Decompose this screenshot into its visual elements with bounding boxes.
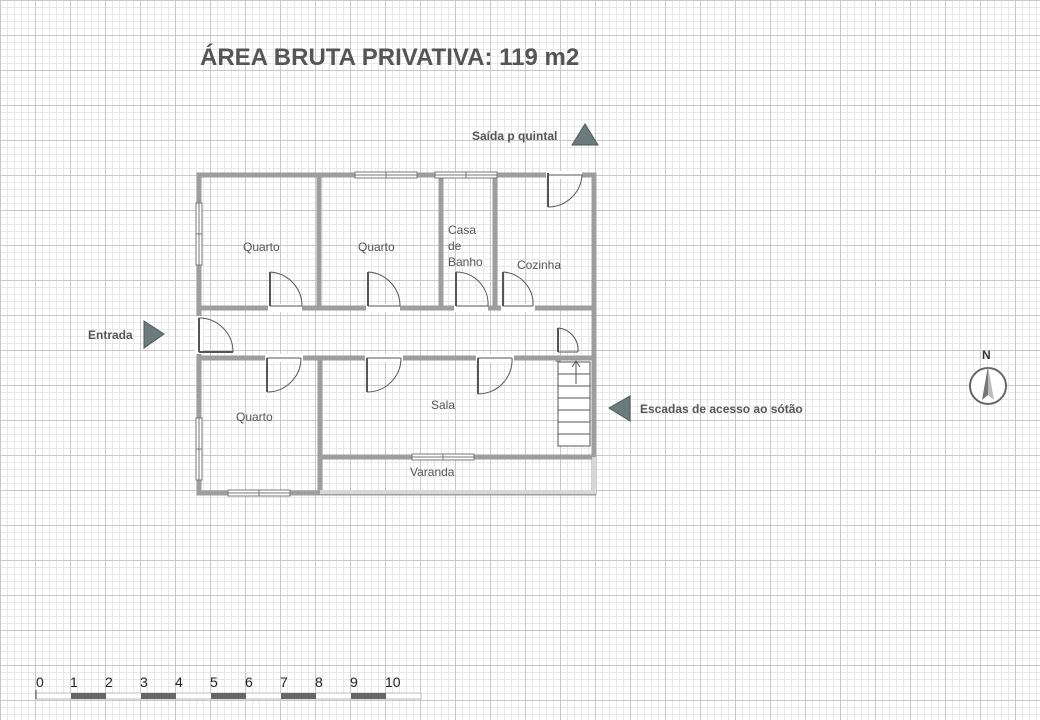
doors bbox=[195, 171, 583, 395]
door-cozinha bbox=[501, 271, 535, 312]
scale-label-3: 3 bbox=[140, 674, 148, 690]
room-label-quarto-1: Quarto bbox=[243, 240, 280, 254]
door-saida bbox=[546, 171, 583, 208]
door-quarto-1 bbox=[268, 271, 303, 312]
scale-label-6: 6 bbox=[245, 674, 253, 690]
windows bbox=[195, 171, 498, 497]
room-label-quarto-2: Quarto bbox=[358, 240, 395, 254]
compass-north-label: N bbox=[982, 348, 991, 362]
door-entrada bbox=[195, 316, 234, 354]
scale-label-8: 8 bbox=[315, 674, 323, 690]
walls bbox=[196, 172, 597, 496]
scale-label-0: 0 bbox=[36, 674, 44, 690]
markers bbox=[143, 123, 631, 422]
scale-bar bbox=[35, 690, 422, 700]
escadas-marker-icon bbox=[608, 395, 631, 422]
compass-icon bbox=[969, 366, 1007, 405]
door-quarto-3 bbox=[265, 354, 303, 393]
door-sotao bbox=[557, 327, 579, 353]
room-label-casa-de-banho: Casa de Banho bbox=[448, 223, 483, 269]
scale-label-7: 7 bbox=[280, 674, 288, 690]
entrada-marker-icon bbox=[143, 320, 165, 349]
saida-label: Saída p quintal bbox=[472, 129, 558, 143]
room-label-quarto-3: Quarto bbox=[236, 410, 273, 424]
room-label-cozinha: Cozinha bbox=[517, 258, 562, 272]
door-sala-1 bbox=[365, 354, 403, 393]
escadas-label: Escadas de acesso ao sótão bbox=[640, 402, 803, 416]
room-label-varanda: Varanda bbox=[410, 465, 455, 479]
stairs bbox=[557, 360, 591, 447]
exterior-wall-bottom bbox=[196, 355, 597, 496]
saida-marker-icon bbox=[571, 123, 599, 146]
scale-label-1: 1 bbox=[70, 674, 78, 690]
page-title: ÁREA BRUTA PRIVATIVA: 119 m2 bbox=[200, 44, 580, 71]
scale-label-4: 4 bbox=[175, 674, 183, 690]
door-sala-2 bbox=[476, 354, 514, 395]
scale-label-2: 2 bbox=[105, 674, 113, 690]
scale-label-5: 5 bbox=[210, 674, 218, 690]
scale-label-10: 10 bbox=[385, 674, 401, 690]
room-label-sala: Sala bbox=[431, 398, 456, 412]
door-casa-de-banho bbox=[454, 271, 489, 312]
door-quarto-2 bbox=[366, 271, 401, 312]
entrada-label: Entrada bbox=[88, 328, 133, 342]
scale-label-9: 9 bbox=[350, 674, 358, 690]
